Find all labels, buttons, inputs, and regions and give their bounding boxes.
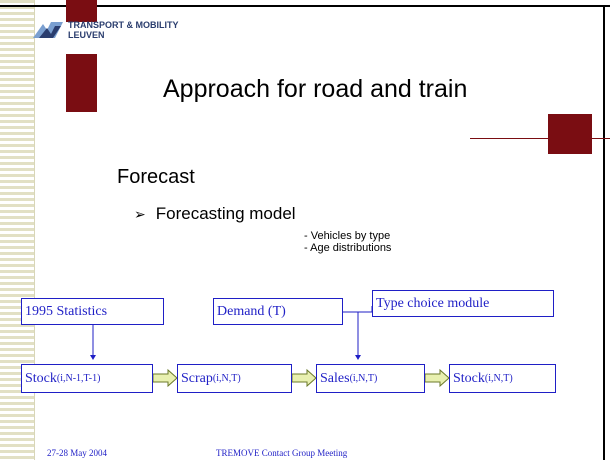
logo-line-2: LEUVEN xyxy=(68,30,105,40)
stock-previous-box: Stock(i,N-1,T-1) xyxy=(21,364,153,393)
sub-item-ages: - Age distributions xyxy=(304,242,392,254)
accent-block-left xyxy=(66,54,97,112)
scrap-index: (i,N,T) xyxy=(212,373,241,384)
stock-next-main: Stock xyxy=(453,370,485,386)
demand-box: Demand (T) xyxy=(213,298,343,325)
footer-meeting: TREMOVE Contact Group Meeting xyxy=(216,448,348,458)
stripe-edge xyxy=(34,0,35,460)
scrap-main: Scrap xyxy=(181,370,213,386)
title-rule xyxy=(470,138,610,139)
flow-arrow-sales-stock xyxy=(424,368,450,388)
connector-arrowhead xyxy=(355,355,361,360)
type-choice-label: Type choice module xyxy=(376,295,490,311)
stock-previous-index: (i,N-1,T-1) xyxy=(56,373,101,384)
footer-date: 27-28 May 2004 xyxy=(47,448,107,458)
logo-line-1: TRANSPORT & MOBILITY xyxy=(68,20,179,30)
right-border-line xyxy=(603,5,605,460)
bullet-item: ➢ Forecasting model xyxy=(134,204,296,224)
flow-arrow-stock-scrap xyxy=(152,368,178,388)
tml-logo-icon xyxy=(33,22,63,38)
type-choice-box: Type choice module xyxy=(372,290,554,317)
sub-list: - Vehicles by type - Age distributions xyxy=(304,230,391,254)
top-border-line xyxy=(0,5,610,7)
logo-text: TRANSPORT & MOBILITY LEUVEN xyxy=(68,20,179,40)
accent-block-right xyxy=(548,114,592,154)
statistics-box: 1995 Statistics xyxy=(21,298,164,325)
bullet-arrow-icon: ➢ xyxy=(134,205,146,222)
logo: TRANSPORT & MOBILITY LEUVEN xyxy=(33,20,179,40)
connector-arrowhead xyxy=(90,355,96,360)
sales-main: Sales xyxy=(320,370,350,386)
statistics-label: 1995 Statistics xyxy=(25,303,108,319)
flow-arrow-scrap-sales xyxy=(291,368,317,388)
sub-item-vehicles: - Vehicles by type xyxy=(304,230,391,242)
stock-previous-main: Stock xyxy=(25,370,57,386)
scrap-box: Scrap(i,N,T) xyxy=(177,364,292,393)
slide-title: Approach for road and train xyxy=(163,75,468,103)
demand-label: Demand (T) xyxy=(217,303,286,319)
bullet-text: Forecasting model xyxy=(155,204,296,223)
stock-next-index: (i,N,T) xyxy=(484,373,513,384)
stock-next-box: Stock(i,N,T) xyxy=(449,364,556,393)
sales-box: Sales(i,N,T) xyxy=(316,364,425,393)
accent-block-top xyxy=(66,0,97,22)
sales-index: (i,N,T) xyxy=(349,373,378,384)
section-heading: Forecast xyxy=(117,166,195,188)
